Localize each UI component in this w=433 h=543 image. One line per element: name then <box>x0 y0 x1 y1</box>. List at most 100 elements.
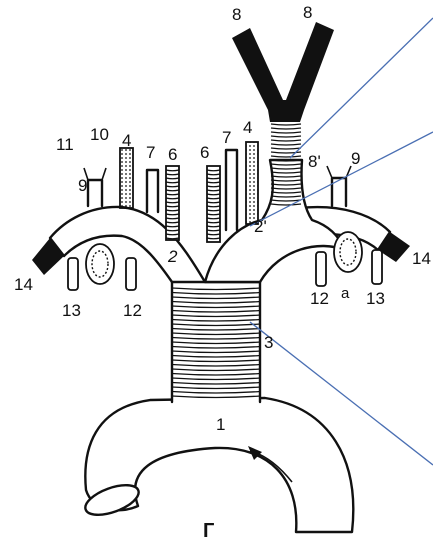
label-4-left: 4 <box>122 131 131 150</box>
cartilage-ring <box>270 135 302 138</box>
vessel-6-left <box>165 165 180 241</box>
left-stump-dark <box>32 238 64 275</box>
right-node-outer <box>333 231 363 273</box>
cartilage-ring <box>206 213 221 216</box>
label-14-right: 14 <box>412 249 431 268</box>
cartilage-ring <box>171 332 261 336</box>
label-13-right: 13 <box>366 289 385 308</box>
cartilage-ring <box>165 237 180 240</box>
cartilage-ring <box>171 390 261 394</box>
cartilage-ring <box>206 217 221 220</box>
label-9-right: 9 <box>351 149 360 168</box>
cartilage-ring <box>206 185 221 188</box>
cartilage-ring <box>165 197 180 200</box>
cartilage-ring <box>270 183 302 186</box>
cartilage-ring <box>171 372 261 376</box>
cartilage-ring <box>270 127 302 130</box>
vessel-13-left <box>67 257 79 291</box>
label-2-prime: 2' <box>254 217 267 236</box>
cartilage-ring <box>171 381 261 385</box>
vessel-4-right <box>245 141 259 225</box>
cartilage-ring <box>171 314 261 318</box>
carotid-trunk <box>203 22 347 284</box>
label-4-right: 4 <box>243 118 252 137</box>
cartilage-ring <box>165 209 180 212</box>
pointer-upper <box>289 17 433 159</box>
cartilage-ring <box>165 225 180 228</box>
upper-branch-dark <box>232 22 334 122</box>
left-node-inner <box>91 250 109 278</box>
cartilage-ring <box>206 205 221 208</box>
cartilage-ring <box>171 318 261 322</box>
cartilage-ring <box>165 189 180 192</box>
cartilage-ring <box>270 151 302 154</box>
cartilage-ring <box>206 177 221 180</box>
cartilage-ring <box>270 195 302 198</box>
label-a: a <box>341 285 350 302</box>
left-arm <box>32 167 207 284</box>
cartilage-ring <box>171 300 261 304</box>
flow-arrow <box>248 446 293 483</box>
cartilage-ring <box>165 229 180 232</box>
vessel-7-left <box>145 168 160 214</box>
cartilage-ring <box>165 233 180 236</box>
cartilage-ring <box>270 175 302 178</box>
cartilage-ring <box>171 327 261 331</box>
label-10: 10 <box>90 125 109 144</box>
aortic-arch <box>84 396 355 534</box>
cartilage-ring <box>171 350 261 354</box>
cartilage-ring <box>206 209 221 212</box>
right-small-vessels <box>206 141 383 287</box>
cartilage-ring <box>270 187 302 190</box>
label-7-right: 7 <box>222 128 231 147</box>
cartilage-ring <box>165 177 180 180</box>
right-stump-dark <box>378 232 410 262</box>
label-13-left: 13 <box>62 301 81 320</box>
cartilage-ring <box>270 143 302 146</box>
label-1: 1 <box>216 415 225 434</box>
cartilage-ring <box>171 345 261 349</box>
vessel-7-right <box>224 148 239 232</box>
vessel-12-left <box>125 257 137 291</box>
cartilage-ring <box>165 173 180 176</box>
label-8-right: 8 <box>303 3 312 22</box>
cartilage-ring <box>171 377 261 381</box>
cartilage-ring <box>206 181 221 184</box>
label-14-left: 14 <box>14 275 33 294</box>
cartilage-ring <box>270 155 302 158</box>
cartilage-ring <box>270 179 302 182</box>
cartilage-ring <box>206 197 221 200</box>
cartilage-ring <box>270 199 302 202</box>
cartilage-ring <box>270 167 302 170</box>
vessel-13-right <box>371 249 383 285</box>
cartilage-ring <box>206 229 221 232</box>
label-11: 11 <box>56 135 74 154</box>
cartilage-ring <box>270 191 302 194</box>
left-node-outer <box>85 243 115 285</box>
cartilage-ring <box>206 169 221 172</box>
label-6-left: 6 <box>168 145 177 164</box>
left-small-vessels <box>67 147 180 291</box>
cartilage-ring <box>270 203 302 206</box>
cartilage-ring <box>165 185 180 188</box>
label-gamma: Г <box>203 520 214 542</box>
cartilage-ring <box>165 193 180 196</box>
vessel-12-right <box>315 251 327 287</box>
cartilage-ring <box>165 217 180 220</box>
cartilage-ring <box>171 305 261 309</box>
cartilage-ring <box>270 139 302 142</box>
cartilage-ring <box>171 309 261 313</box>
cartilage-ring <box>270 131 302 134</box>
arch-cut-end <box>84 484 140 516</box>
cartilage-ring <box>165 205 180 208</box>
labels: 8 8 11 10 4 7 6 6 7 4 8' 9 9 2' 2 14 14 … <box>14 3 431 542</box>
cartilage-ring <box>206 201 221 204</box>
cartilage-ring <box>171 354 261 358</box>
cartilage-ring <box>270 171 302 174</box>
cartilage-ring <box>171 296 261 300</box>
pointer-middle <box>249 131 433 227</box>
cartilage-ring <box>206 221 221 224</box>
label-2: 2 <box>167 247 178 266</box>
